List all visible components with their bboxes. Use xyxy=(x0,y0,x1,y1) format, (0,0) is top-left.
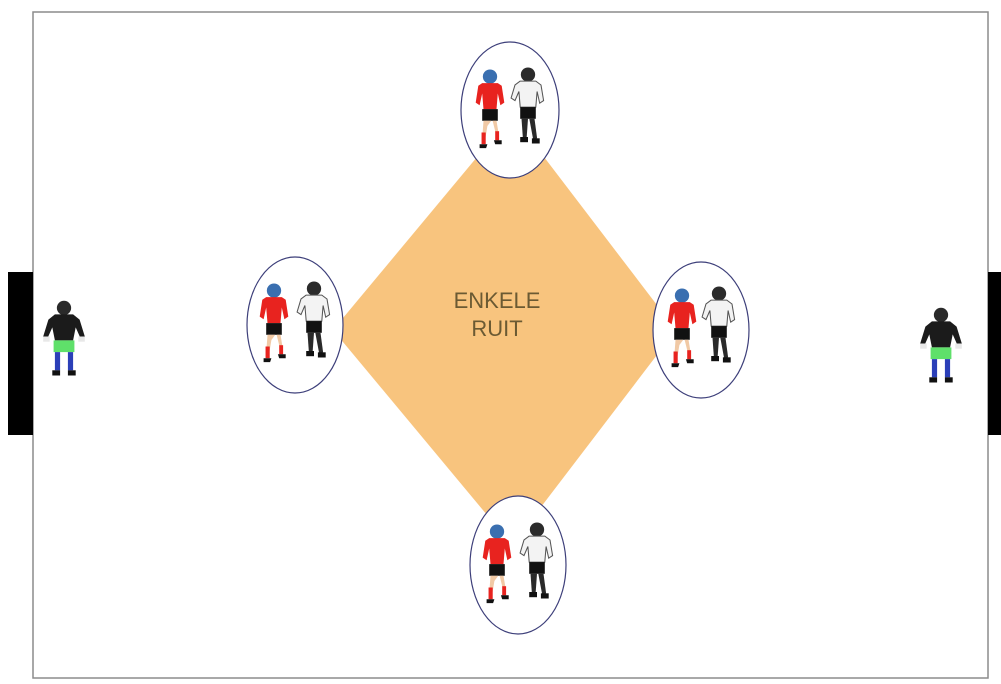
diamond-label-line2: RUIT xyxy=(471,316,522,341)
player-pair-right xyxy=(652,261,750,399)
diamond-label-line1: ENKELE xyxy=(454,288,541,313)
right-goal xyxy=(988,272,1001,435)
player-pair-bottom xyxy=(469,495,567,635)
player-pair-left xyxy=(246,256,344,394)
player-pair-top xyxy=(460,41,560,179)
left-goal xyxy=(8,272,33,435)
diamond-zone xyxy=(333,115,676,545)
